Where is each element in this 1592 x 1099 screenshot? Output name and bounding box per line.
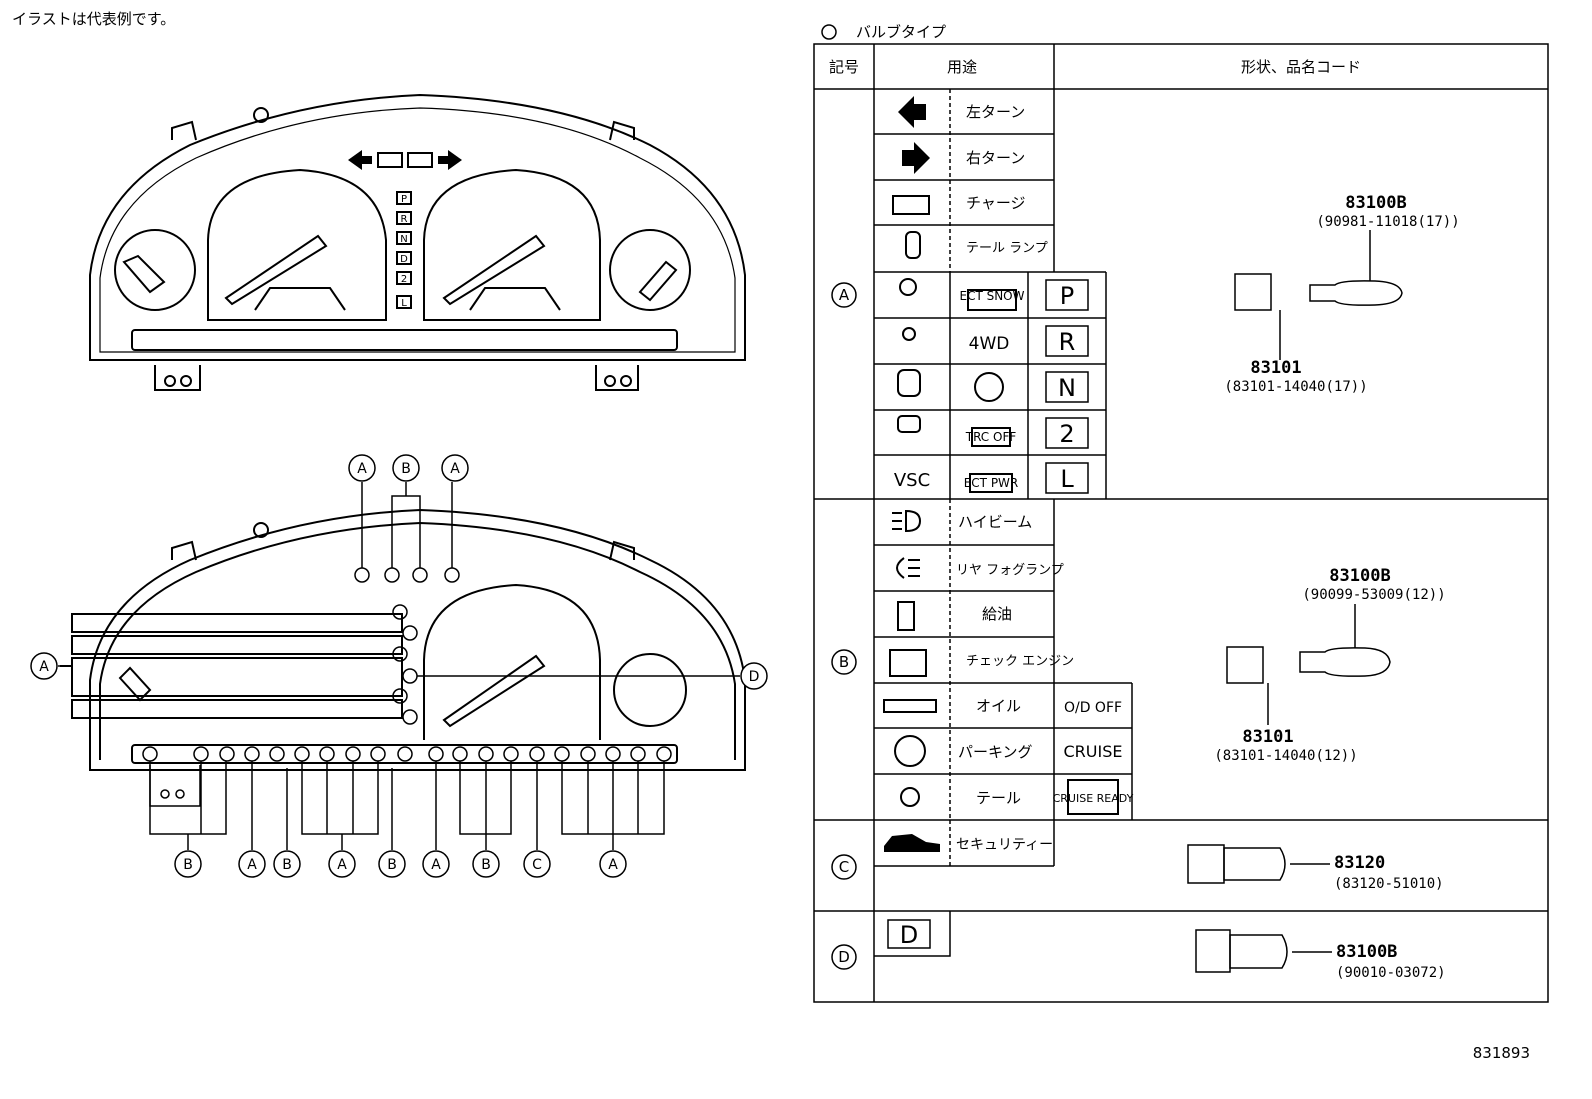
group-b-symbol: B [839,653,849,671]
security-car-icon [884,834,940,852]
part-d: 83100B [1336,942,1397,962]
header-symbol: 記号 [829,58,859,76]
trc-off-box [971,427,1011,447]
extra-a-3: TRC OFF [965,430,1017,444]
callout-right: D [749,669,760,685]
check-engine-icon [889,649,927,677]
ect-snow-box [967,289,1017,311]
callout-bottom-1: A [247,857,257,873]
callout-top-2: A [450,461,460,477]
callout-top-0: A [357,461,367,477]
slip-icon [897,415,921,433]
cluster-bottom [60,508,746,771]
usage-b-6: テール [976,789,1021,807]
cruise-ready-box [1067,779,1119,815]
usage-b-4: オイル [976,697,1021,715]
extra-a-1: 4WD [969,334,1010,354]
callout-bottom-6: B [481,857,491,873]
gear-n: N [1058,374,1076,402]
callout-top-1: B [401,461,411,477]
tail-icon [900,787,920,807]
top-indicator-2: N [400,234,407,245]
extra-b-0: O/D OFF [1064,700,1122,716]
part-a: 83100B [1345,193,1406,213]
rear-fog-icon [896,557,920,579]
cluster-top [89,93,746,391]
callout-bottom-7: C [532,857,542,873]
callout-bottom-4: B [387,857,397,873]
gear-l: L [1060,465,1074,493]
part-c-code: (83120-51010) [1334,876,1444,892]
part-b: 83100B [1329,566,1390,586]
extra-b-2: CRUISE READY [1053,792,1134,805]
usage-b-5: パーキング [958,743,1033,761]
top-indicator-3: D [400,254,408,265]
tail-lamp-icon [905,231,921,259]
usage-a-2: チャージ [966,194,1026,212]
usage-b-0: ハイビーム [958,513,1032,531]
figure-code: 831893 [1472,1044,1530,1062]
fuel-icon [897,601,915,631]
group-c-symbol: C [839,858,849,876]
header-shape: 形状、品名コード [1241,58,1361,76]
gear-r: R [1059,328,1076,356]
usage-c-0: セキュリティー [956,837,1053,853]
usage-a-1: 右ターン [966,149,1025,167]
callout-bottom-2: B [282,857,292,873]
ect-pwr-box [969,473,1013,493]
arrow-right-icon [902,142,930,174]
part-d-code: (90010-03072) [1336,965,1446,981]
socket-b-code: (83101-14040(12)) [1214,748,1357,764]
usage-b-2: 給油 [982,605,1012,623]
part-a-code: (90981-11018(17)) [1316,214,1459,230]
top-indicator-5: L [401,298,407,309]
callout-bottom-8: A [608,857,618,873]
oil-icon [883,699,937,713]
parking-brake-icon [894,735,926,767]
note-text: イラストは代表例です。 [12,10,176,28]
arrow-left-icon [898,96,926,128]
part-c: 83120 [1334,853,1385,873]
extra-b-1: CRUISE [1064,742,1123,761]
part-b-code: (90099-53009(12)) [1302,587,1445,603]
gear-p: P [1060,282,1074,310]
callout-bottom-0: B [183,857,193,873]
high-beam-icon [892,509,922,533]
extra-a-0: ECT SNOW [959,289,1024,303]
socket-a-code: (83101-14040(17)) [1224,379,1367,395]
extra-a-4b: ECT PWR [964,476,1019,490]
battery-icon [892,195,930,215]
group-d-symbol: D [838,948,850,966]
extra-a-4: VSC [894,470,930,491]
seatbelt-icon [902,327,916,341]
top-indicator-0: P [401,194,407,205]
callout-bottom-5: A [431,857,441,873]
top-indicator-4: 2 [401,274,407,285]
bulb-table: バルブタイプ [813,23,1549,1003]
usage-a-3: テール ランプ [966,241,1048,256]
abs-icon [974,372,1004,402]
socket-a: 83101 [1250,358,1301,378]
door-icon [897,369,921,397]
gear-2: 2 [1059,420,1074,448]
callout-left: A [39,659,49,675]
usage-b-3: チェック エンジン [966,654,1074,669]
usage-a-0: 左ターン [966,103,1025,121]
airbag-icon [899,278,917,296]
socket-b: 83101 [1242,727,1293,747]
gear-d: D [900,921,918,949]
group-a-symbol: A [839,286,850,304]
table-title: バルブタイプ [856,23,946,41]
callout-bottom-3: A [337,857,347,873]
symbol-icons [898,96,930,174]
usage-b-1: リヤ フォグランプ [956,563,1064,578]
header-usage: 用途 [947,58,977,76]
top-indicator-1: R [401,214,408,225]
